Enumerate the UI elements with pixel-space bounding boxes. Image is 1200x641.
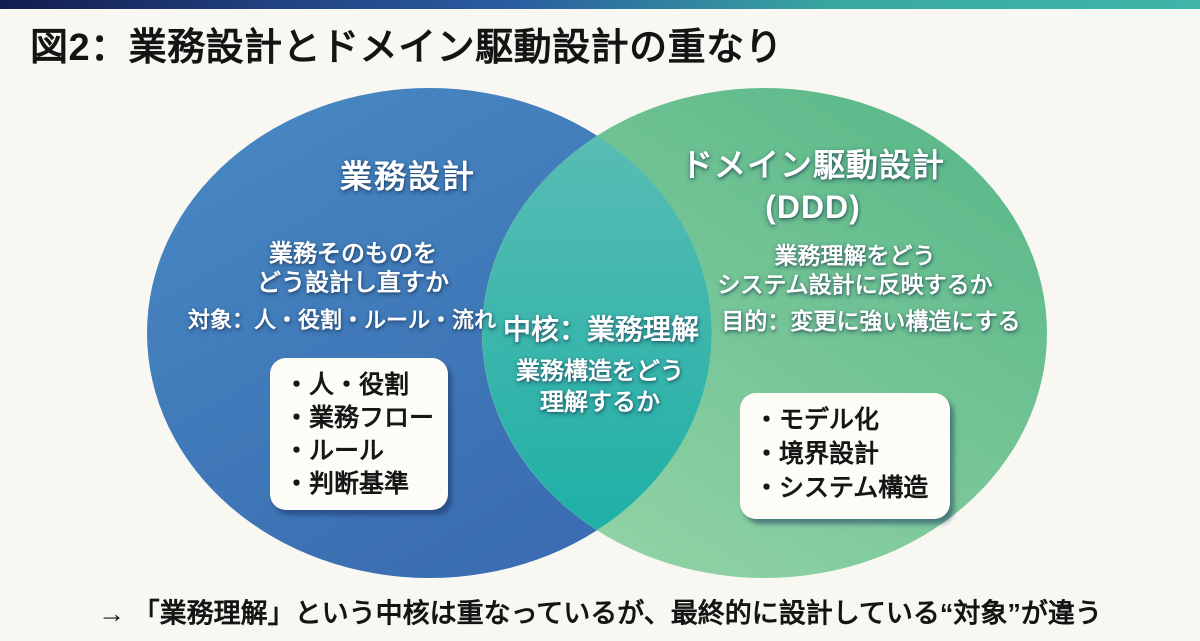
right-circle-description: 業務理解をどう システム設計に反映するか (717, 242, 993, 298)
list-item: ・判断基準 (284, 470, 410, 498)
right-circle-title: ドメイン駆動設計 (DDD) (680, 146, 946, 225)
overlap-description: 業務構造をどう 理解するか (516, 357, 684, 416)
overlap-lens (482, 136, 712, 530)
left-circle-title: 業務設計 (339, 158, 477, 195)
left-circle-items-box: ・人・役割 ・業務フロー ・ルール ・判断基準 (270, 358, 448, 510)
list-item: ・システム構造 (754, 474, 929, 502)
list-item: ・モデル化 (754, 406, 880, 434)
conclusion-text: → 「業務理解」という中核は重なっているが、最終的に設計している“対象”が違う (98, 598, 1102, 629)
list-item: ・人・役割 (284, 371, 410, 399)
top-accent-bar (0, 0, 1200, 9)
right-circle-items-box: ・モデル化 ・境界設計 ・システム構造 (740, 393, 950, 519)
right-circle-purpose-line: 目的：変更に強い構造にする (721, 307, 1021, 334)
left-circle-scope-line: 対象：人・役割・ルール・流れ (187, 307, 497, 333)
left-circle-description: 業務そのものを どう設計し直すか (257, 240, 449, 297)
overlap-title: 中核：業務理解 (502, 313, 700, 345)
figure-title: 図2：業務設計とドメイン駆動設計の重なり (30, 27, 784, 69)
list-item: ・境界設計 (754, 440, 880, 468)
list-item: ・ルール (284, 437, 385, 465)
list-item: ・業務フロー (284, 404, 435, 432)
